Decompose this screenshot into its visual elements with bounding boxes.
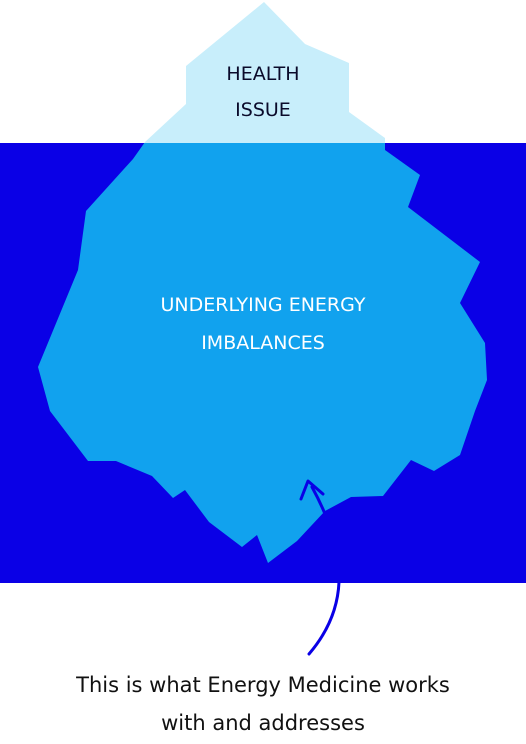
caption-line-2: with and addresses	[161, 711, 365, 735]
iceberg-above-water	[144, 2, 385, 143]
iceberg-below-water	[38, 143, 487, 563]
tip-label-line-1: HEALTH	[226, 63, 300, 85]
arrow-head	[299, 479, 325, 501]
caption-line-1: This is what Energy Medicine works	[76, 673, 450, 697]
arrow	[299, 479, 341, 656]
underwater-label-line-2: IMBALANCES	[201, 332, 325, 354]
tip-label-line-2: ISSUE	[235, 99, 291, 121]
arrow-shaft	[307, 485, 341, 656]
underwater-label-line-1: UNDERLYING ENERGY	[160, 294, 366, 316]
